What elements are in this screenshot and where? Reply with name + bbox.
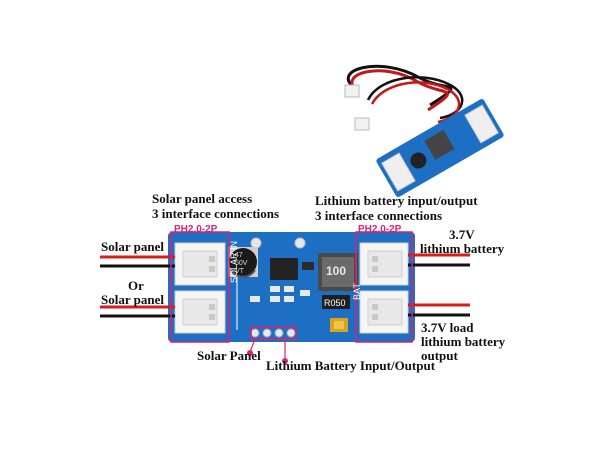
lithium-io-heading-1: Lithium battery input/output: [315, 193, 478, 208]
capacitor-label-2: 50V: [235, 260, 248, 267]
inductor-label: 100: [326, 264, 347, 278]
loose-plug-top: [344, 84, 360, 98]
capacitor: [228, 247, 258, 278]
main-board: [168, 232, 415, 342]
pin-callout-box: [250, 326, 297, 340]
solar-access-heading-2: 3 interface connections: [152, 206, 280, 221]
bottom-solar-label: Solar Panel: [197, 348, 261, 363]
solar-panel-top-label: Solar panel: [101, 239, 164, 254]
resistor-label: R050: [324, 298, 346, 308]
capacitor-label-3: VT: [235, 268, 244, 275]
right-connector-top: [359, 242, 409, 286]
left-connector-bottom: [174, 290, 226, 334]
battery-top-label-2: lithium battery: [420, 241, 505, 256]
callout-boxes: [170, 231, 413, 364]
header-pins: [250, 328, 296, 338]
right-connector-label: PH2.0-2P: [358, 224, 402, 235]
lithium-io-heading-2: 3 interface connections: [315, 208, 443, 223]
solar-panel-bottom-label: Solar panel: [101, 292, 164, 307]
load-label-1: 3.7V load: [421, 320, 474, 335]
left-connector-top: [174, 242, 226, 286]
left-connector-label: PH2.0-2P: [174, 224, 218, 235]
loose-plug-bottom: [354, 117, 370, 131]
solar-access-heading-1: Solar panel access: [152, 191, 253, 206]
wires: [100, 253, 470, 318]
right-connector-bottom: [359, 290, 409, 334]
inductor: [318, 253, 358, 291]
ic-chip: [270, 258, 298, 280]
silkscreen-bat: BAT: [352, 283, 362, 300]
right-callout-box: [355, 231, 413, 343]
load-label-2: lithium battery: [421, 334, 506, 349]
capacitor-label-1: 47: [235, 252, 243, 259]
shunt-resistor: [322, 295, 350, 309]
product-photo: [344, 64, 504, 197]
load-label-3: output: [421, 348, 458, 363]
or-label: Or: [128, 278, 144, 293]
mounting-hole-right: [294, 237, 306, 249]
battery-top-label-1: 3.7V: [449, 227, 475, 242]
left-callout-box: [170, 231, 230, 343]
bottom-lithium-label: Lithium Battery Input/Output: [266, 358, 436, 373]
mounting-hole-left: [250, 237, 262, 249]
